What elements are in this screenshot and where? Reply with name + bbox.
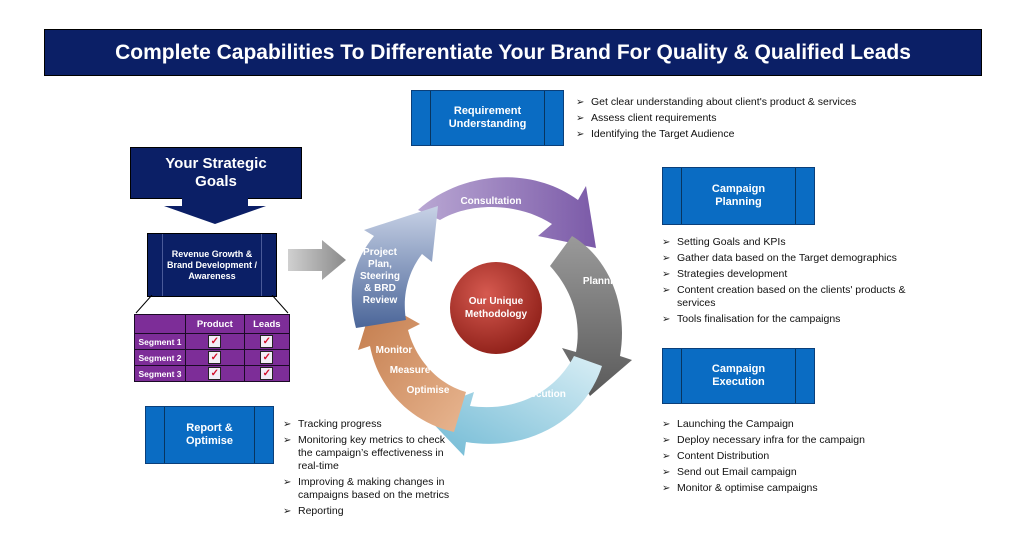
list-item: Content Distribution — [662, 450, 922, 463]
list-item: Send out Email campaign — [662, 466, 922, 479]
label-execution: Execution — [518, 389, 566, 400]
list-item: Tools finalisation for the campaigns — [662, 313, 922, 326]
list-item: Launching the Campaign — [662, 418, 922, 431]
label-monitor: Monitor — [376, 345, 413, 356]
campaign-execution-box: Campaign Execution — [662, 348, 815, 404]
list-item: Identifying the Target Audience — [576, 128, 876, 141]
right-arrow-icon — [288, 240, 346, 280]
label-project-line5: Review — [363, 295, 398, 306]
project-plan-arrow — [351, 206, 438, 328]
strategic-goals-line1: Your Strategic — [165, 155, 267, 172]
optimise-arrow — [358, 298, 466, 432]
label-project-line1: Project — [363, 247, 398, 258]
checkbox-check-icon: ✓ — [208, 335, 222, 348]
campaign-execution-line1: Campaign — [711, 363, 766, 375]
table-corner-cell — [134, 314, 186, 334]
segment-table: Product Leads Segment 1 ✓ ✓ Segment 2 ✓ … — [134, 314, 291, 382]
checkbox-check-icon: ✓ — [208, 351, 222, 364]
label-consultation: Consultation — [460, 196, 521, 207]
label-project-line2: Plan, — [368, 259, 392, 270]
segment-label: Segment 1 — [134, 333, 186, 350]
requirement-bullets: Get clear understanding about client's p… — [576, 96, 876, 144]
report-line1: Report & — [186, 422, 233, 434]
list-item: Content creation based on the clients' p… — [662, 284, 922, 310]
table-row: Segment 2 ✓ ✓ — [134, 349, 291, 366]
execution-arrow — [422, 356, 602, 456]
campaign-execution-bullets: Launching the Campaign Deploy necessary … — [662, 418, 922, 498]
revenue-line1: Revenue Growth & — [171, 248, 253, 259]
center-line1: Our Unique — [469, 296, 524, 307]
checkbox-check-icon: ✓ — [260, 351, 274, 364]
consultation-arrow — [418, 177, 596, 248]
center-line2: Methodology — [465, 309, 528, 320]
campaign-planning-line2: Planning — [715, 196, 762, 208]
label-project-line3: Steering — [360, 271, 400, 282]
label-optimise: Optimise — [407, 385, 450, 396]
list-item: Strategies development — [662, 268, 922, 281]
revenue-line2: Brand Development / — [166, 259, 258, 270]
report-line2: Optimise — [185, 435, 234, 447]
list-item: Monitoring key metrics to check the camp… — [283, 434, 453, 473]
strategic-goals-line2: Goals — [195, 173, 237, 190]
list-item: Reporting — [283, 505, 453, 518]
requirement-line1: Requirement — [453, 105, 522, 117]
campaign-execution-line2: Execution — [712, 376, 765, 388]
checkbox-check-icon: ✓ — [260, 367, 274, 380]
segment-label: Segment 3 — [134, 365, 186, 382]
campaign-planning-box: Campaign Planning — [662, 167, 815, 225]
requirement-line2: Understanding — [448, 118, 527, 130]
requirement-understanding-box: Requirement Understanding — [411, 90, 564, 146]
table-row: Segment 1 ✓ ✓ — [134, 333, 291, 350]
table-row: Segment 3 ✓ ✓ — [134, 365, 291, 382]
segment-label: Segment 2 — [134, 349, 186, 366]
list-item: Setting Goals and KPIs — [662, 236, 922, 249]
page-title: Complete Capabilities To Differentiate Y… — [44, 29, 982, 76]
report-bullets: Tracking progress Monitoring key metrics… — [283, 418, 453, 521]
list-item: Deploy necessary infra for the campaign — [662, 434, 922, 447]
strategic-goals-header: Your Strategic Goals — [130, 147, 302, 199]
checkbox-check-icon: ✓ — [260, 335, 274, 348]
list-item: Get clear understanding about client's p… — [576, 96, 876, 109]
list-item: Assess client requirements — [576, 112, 876, 125]
list-item: Monitor & optimise campaigns — [662, 482, 922, 495]
revenue-growth-box: Revenue Growth & Brand Development / Awa… — [147, 233, 277, 297]
methodology-cycle: Our Unique Methodology Consultation Plan… — [351, 177, 632, 456]
campaign-planning-line1: Campaign — [711, 183, 766, 195]
label-project-line4: & BRD — [364, 283, 396, 294]
list-item: Tracking progress — [283, 418, 453, 431]
down-arrow-icon — [164, 196, 266, 224]
table-connector-lines — [135, 295, 289, 314]
campaign-planning-bullets: Setting Goals and KPIs Gather data based… — [662, 236, 922, 329]
checkbox-check-icon: ✓ — [208, 367, 222, 380]
label-planning: Planning — [583, 276, 625, 287]
table-header-leads: Leads — [243, 314, 291, 334]
center-methodology-circle — [450, 262, 542, 354]
table-header-product: Product — [185, 314, 245, 334]
planning-arrow — [550, 236, 632, 396]
report-optimise-box: Report & Optimise — [145, 406, 274, 464]
list-item: Improving & making changes in campaigns … — [283, 476, 453, 502]
list-item: Gather data based on the Target demograp… — [662, 252, 922, 265]
revenue-line3: Awareness — [188, 270, 236, 281]
label-measure: Measure — [390, 365, 431, 376]
